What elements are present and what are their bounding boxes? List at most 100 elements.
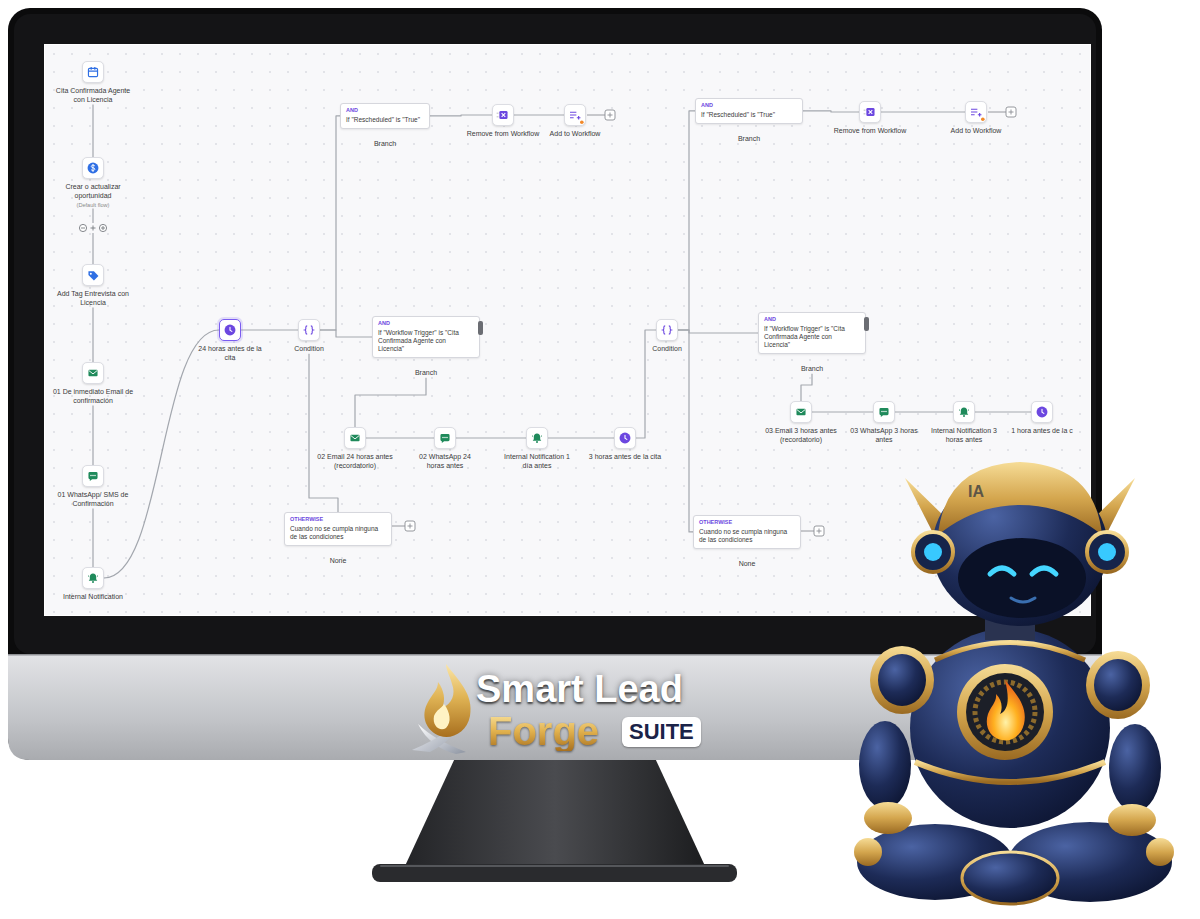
action-icon	[1031, 401, 1053, 423]
action-node: 02 WhatsApp 24 horas antes	[410, 427, 480, 471]
connector	[92, 308, 93, 363]
connector	[678, 330, 693, 532]
robot-head-mark: IA	[968, 484, 984, 500]
branch-tag: AND	[701, 102, 796, 109]
connector	[801, 374, 812, 401]
robot-head	[905, 462, 1135, 640]
action-icon	[82, 61, 104, 83]
branch-node: ANDIf "Rescheduled" is "True" Branch	[340, 103, 430, 148]
icon-symbol	[860, 102, 880, 122]
action-icon	[492, 104, 514, 126]
branch-box: ANDIf "Rescheduled" is "True"	[340, 103, 430, 129]
branch-node: ANDIf "Rescheduled" is "True"Branch	[695, 98, 803, 143]
node-subtext: (Default flow)	[51, 202, 135, 209]
robot-body	[910, 628, 1110, 828]
action-icon	[344, 427, 366, 449]
action-icon	[965, 101, 987, 123]
monitor-body	[8, 8, 1102, 760]
node-text: Cita Confirmada Agente con Licencia	[51, 87, 135, 105]
branch-box: OTHERWISECuando no se cumpla ninguna de …	[693, 515, 801, 549]
icon-symbol	[1032, 402, 1052, 422]
action-icon	[82, 264, 104, 286]
action-icon	[564, 104, 586, 126]
branch-condition: If "Workflow Trigger" is "Cita Confirmad…	[378, 329, 473, 353]
connector	[241, 329, 298, 330]
action-node: 03 WhatsApp 3 horas antes	[849, 401, 919, 445]
branch-condition: If "Workflow Trigger" is "Cita Confirmad…	[764, 325, 859, 349]
connector	[975, 411, 1031, 412]
branch-label: Branch	[758, 365, 866, 374]
brand-badge: SUITE	[622, 717, 701, 747]
icon-symbol	[657, 320, 677, 340]
icon-symbol	[493, 105, 513, 125]
connector	[320, 116, 340, 330]
drag-handle	[864, 317, 869, 331]
connector	[514, 114, 564, 115]
icon-symbol	[966, 102, 986, 122]
connector	[355, 378, 426, 427]
node-text: 24 horas antes de la cita	[195, 345, 265, 363]
node-text: 3 horas antes de la cita	[587, 453, 663, 462]
icon-symbol	[791, 402, 811, 422]
icon-symbol	[615, 428, 635, 448]
action-node: 01 WhatsApp/ SMS de Confirmación	[51, 465, 135, 509]
action-node: Add to Workflow	[946, 101, 1006, 136]
node-text: 01 WhatsApp/ SMS de Confirmación	[51, 491, 135, 509]
branch-label: Branch	[695, 135, 803, 144]
action-node: Remove from Workflow	[463, 104, 543, 139]
monitor-stand	[372, 758, 737, 882]
connector	[104, 330, 219, 578]
node-text: 01 De inmediato Email de confirmación	[51, 388, 135, 406]
action-icon	[82, 567, 104, 589]
action-node: 3 horas antes de la cita	[587, 427, 663, 462]
connector	[92, 406, 93, 466]
icon-symbol	[527, 428, 547, 448]
branch-tag: AND	[378, 320, 473, 327]
drag-handle	[478, 321, 483, 335]
branch-node: OTHERWISECuando no se cumpla ninguna de …	[284, 512, 392, 566]
node-text: Condition	[647, 345, 687, 354]
action-icon	[656, 319, 678, 341]
icon-symbol	[83, 363, 103, 383]
icon-symbol	[83, 158, 103, 178]
branch-condition: If "Rescheduled" is "True"	[346, 116, 423, 124]
connector	[430, 114, 492, 116]
action-icon	[219, 319, 241, 341]
icon-symbol	[83, 568, 103, 588]
icon-symbol	[435, 428, 455, 448]
node-text: Add Tag Entrevista con Licencia	[51, 290, 135, 308]
connector	[548, 437, 614, 438]
icon-symbol	[874, 402, 894, 422]
node-text: Crear o actualizar oportunidad	[51, 183, 135, 201]
branch-node: AND If "Workflow Trigger" is "Cita Confir…	[372, 316, 480, 378]
connector	[678, 111, 695, 330]
action-node: 1 hora antes de la c	[1004, 401, 1080, 436]
connector	[92, 105, 93, 158]
connector	[92, 209, 93, 265]
action-icon	[614, 427, 636, 449]
action-node: Internal Notification 3 horas antes	[928, 401, 1000, 445]
action-node: Internal Notification 1 día antes	[502, 427, 572, 471]
node-text: Remove from Workflow	[830, 127, 910, 136]
node-text: Internal Notification 1 día antes	[502, 453, 572, 471]
branch-box: OTHERWISECuando no se cumpla ninguna de …	[284, 512, 392, 546]
logo-emblem	[412, 664, 471, 754]
node-text: Internal Notification 3 horas antes	[928, 427, 1000, 445]
action-icon	[859, 101, 881, 123]
action-node: 24 horas antes de la cita	[195, 319, 265, 363]
branch-label: Branch	[340, 140, 430, 149]
action-icon	[434, 427, 456, 449]
icon-symbol	[220, 320, 240, 340]
connector	[881, 111, 965, 112]
node-text: Add to Workflow	[545, 130, 605, 139]
icon-symbol	[954, 402, 974, 422]
action-icon	[790, 401, 812, 423]
icon-symbol	[83, 265, 103, 285]
branch-controls	[78, 223, 108, 233]
branch-label: None	[693, 560, 801, 569]
node-text: Internal Notification	[51, 593, 135, 602]
icon-symbol	[83, 62, 103, 82]
action-node: 02 Email 24 horas antes (recordatorio)	[316, 427, 394, 471]
node-text: 02 Email 24 horas antes (recordatorio)	[316, 453, 394, 471]
